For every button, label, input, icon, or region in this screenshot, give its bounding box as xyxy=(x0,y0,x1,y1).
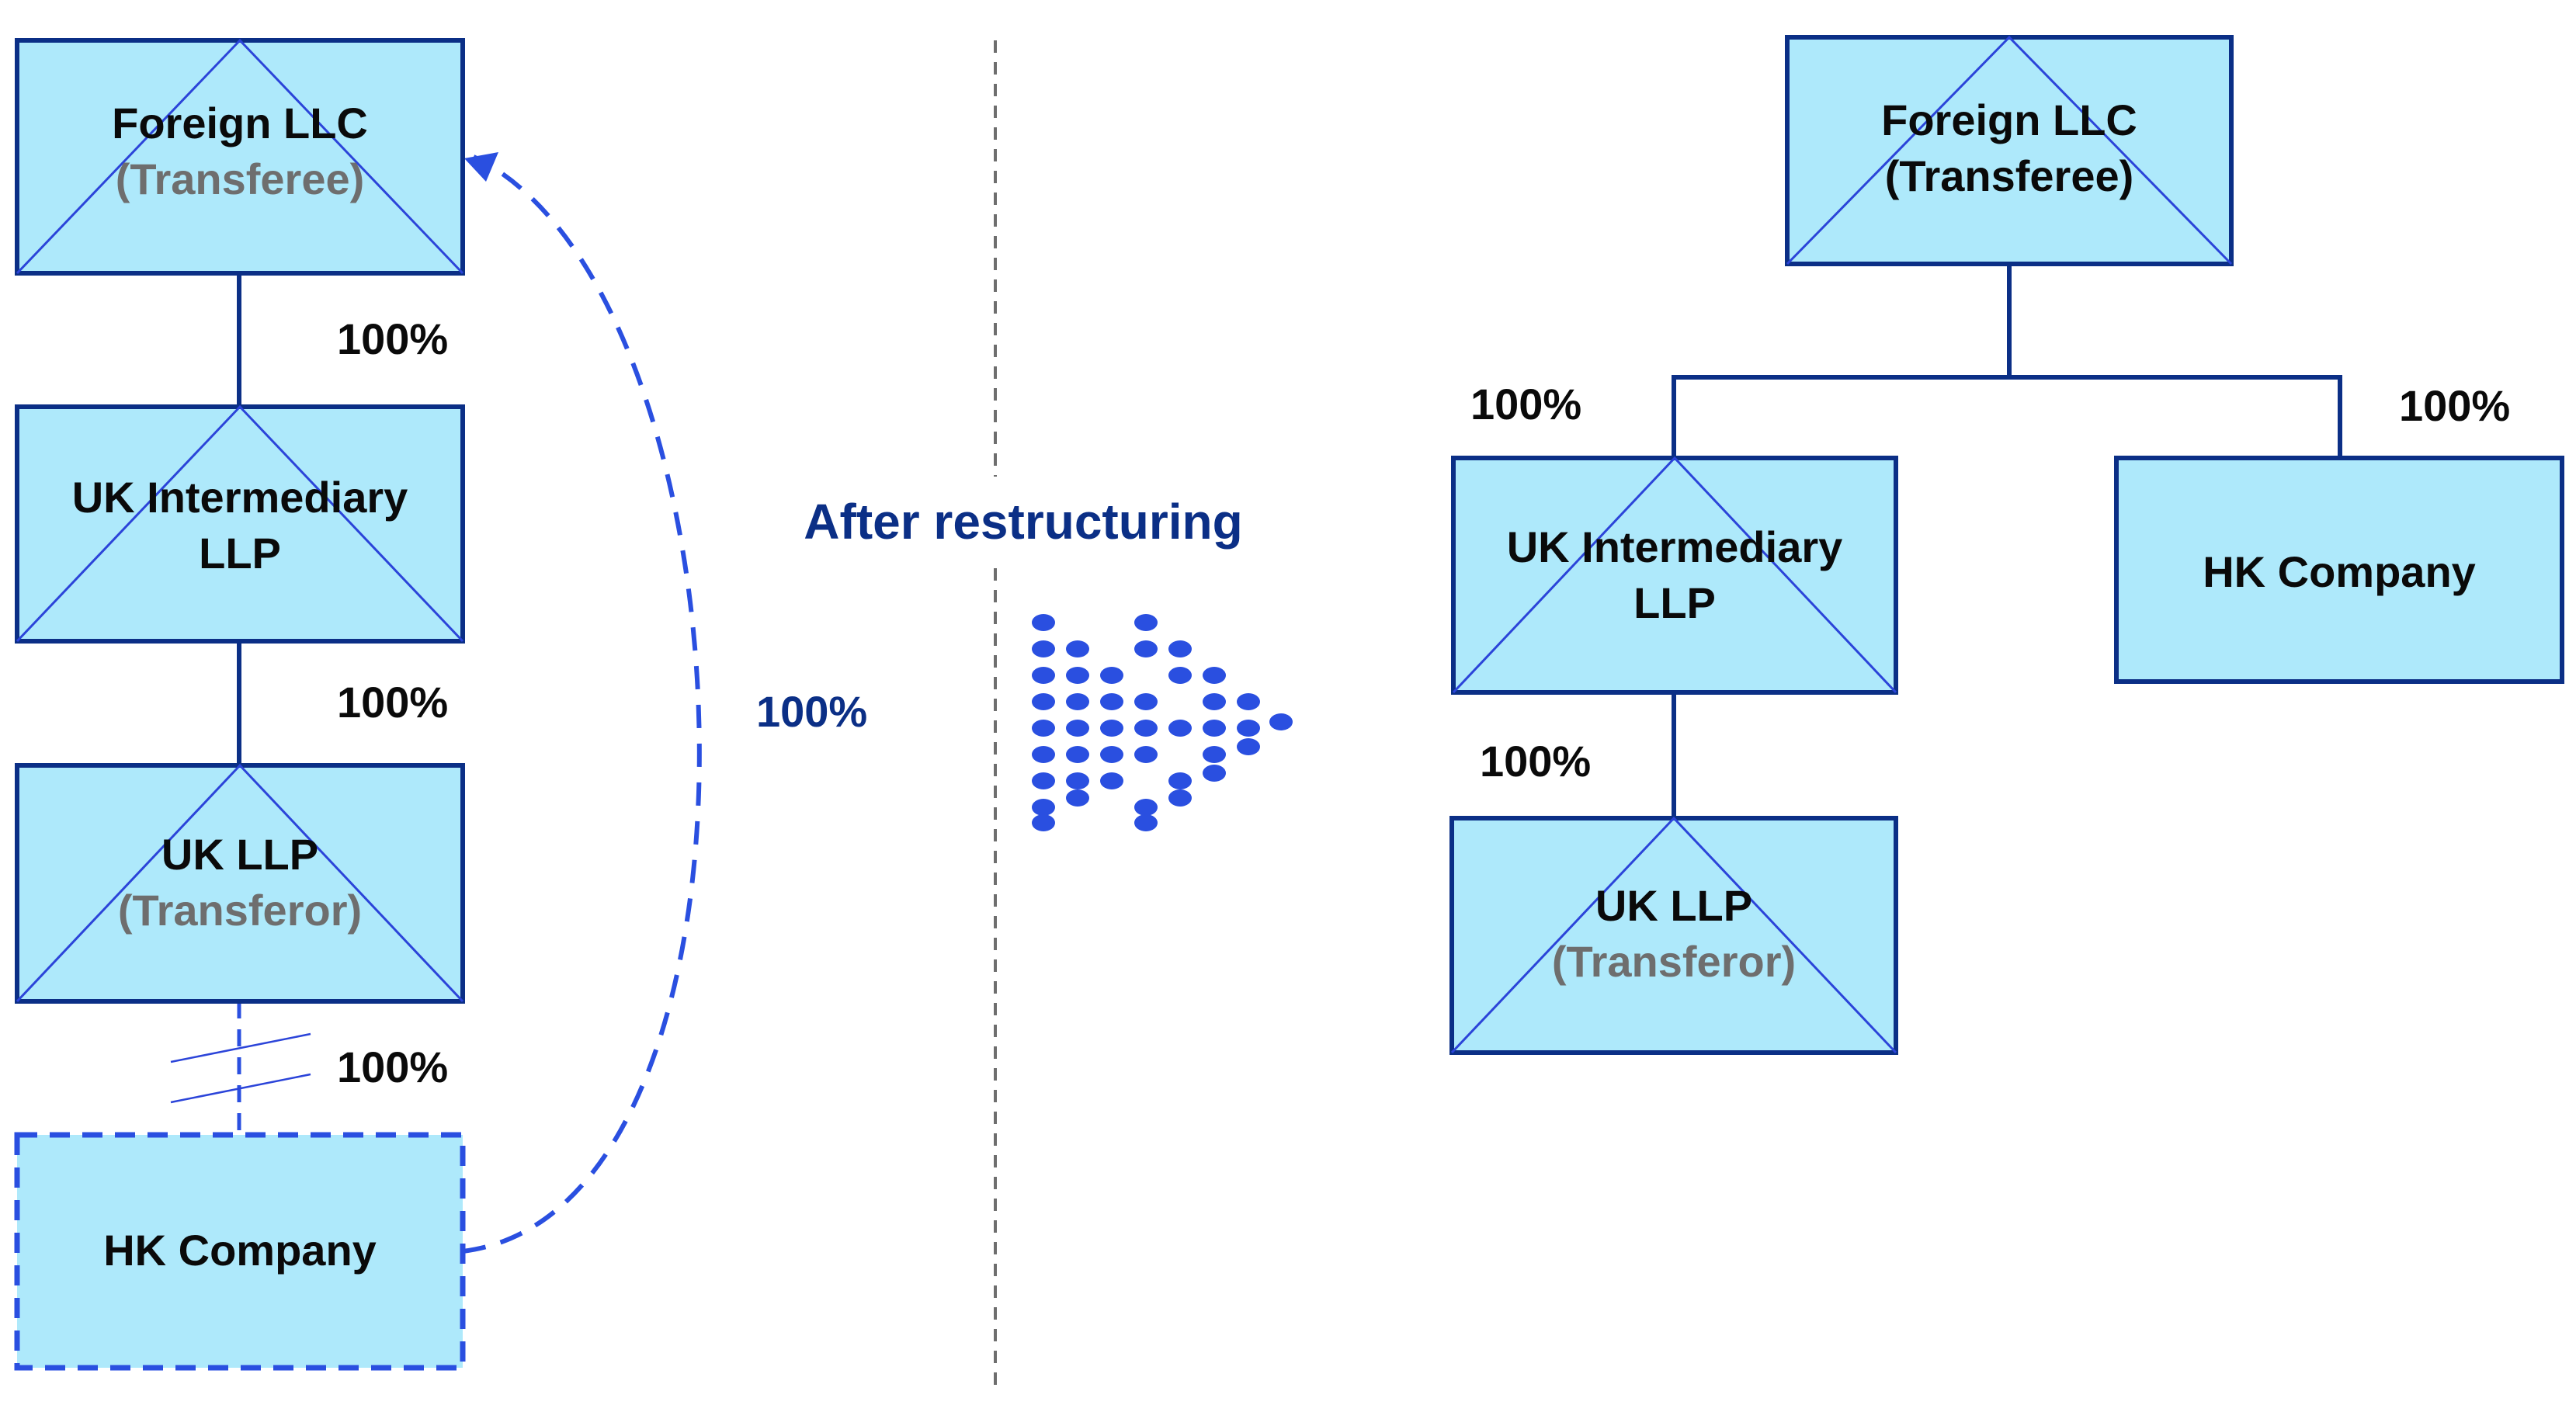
right-uk-intermediary-box: UK Intermediary LLP xyxy=(1451,456,1898,695)
right-hk-company-box: HK Company xyxy=(2114,456,2564,684)
right-foreign-llc-title: Foreign LLC xyxy=(1881,95,2137,144)
right-pct-foreign-to-intermediary: 100% xyxy=(1470,380,1581,428)
transfer-curve xyxy=(462,154,702,1254)
severed-mark-1 xyxy=(170,1032,311,1063)
right-foreign-llc-box: Foreign LLC (Transferee) xyxy=(1785,35,2234,266)
left-uk-intermediary-line1: UK Intermediary xyxy=(72,473,408,522)
right-uk-llp-title: UK LLP xyxy=(1595,881,1752,930)
severed-mark-2 xyxy=(170,1073,311,1104)
transfer-arrowhead xyxy=(464,152,498,182)
left-foreign-llc-sub: (Transferee) xyxy=(116,154,365,203)
left-uk-llp-title: UK LLP xyxy=(161,830,318,879)
right-pct-intermediary-to-ukllp: 100% xyxy=(1480,737,1591,786)
left-uk-llp-sub: (Transferor) xyxy=(118,886,362,935)
left-hk-company-title: HK Company xyxy=(103,1226,377,1275)
left-pct-foreign-to-intermediary: 100% xyxy=(337,314,448,363)
left-pct-ukllp-to-hk: 100% xyxy=(337,1043,448,1091)
after-restructuring-label: After restructuring xyxy=(804,494,1242,550)
left-foreign-llc-box: Foreign LLC (Transferee) xyxy=(15,38,465,276)
left-uk-intermediary-line2: LLP xyxy=(199,529,281,578)
right-connector-branch xyxy=(1672,375,2342,458)
right-uk-intermediary-line1: UK Intermediary xyxy=(1507,522,1843,571)
dotted-arrow-icon xyxy=(1032,614,1293,831)
right-foreign-llc-sub: (Transferee) xyxy=(1885,151,2134,200)
right-uk-llp-box: UK LLP (Transferor) xyxy=(1449,816,1898,1055)
left-uk-llp-box: UK LLP (Transferor) xyxy=(15,763,465,1004)
left-pct-transfer: 100% xyxy=(756,687,867,736)
left-foreign-llc-title: Foreign LLC xyxy=(112,99,368,147)
right-uk-llp-sub: (Transferor) xyxy=(1552,937,1796,986)
left-pct-intermediary-to-ukllp: 100% xyxy=(337,678,448,727)
right-uk-intermediary-line2: LLP xyxy=(1633,578,1716,627)
right-hk-company-title: HK Company xyxy=(2203,547,2476,596)
right-pct-foreign-to-hk: 100% xyxy=(2399,381,2510,430)
left-uk-intermediary-box: UK Intermediary LLP xyxy=(15,404,465,644)
left-hk-company-box: HK Company xyxy=(14,1132,466,1371)
